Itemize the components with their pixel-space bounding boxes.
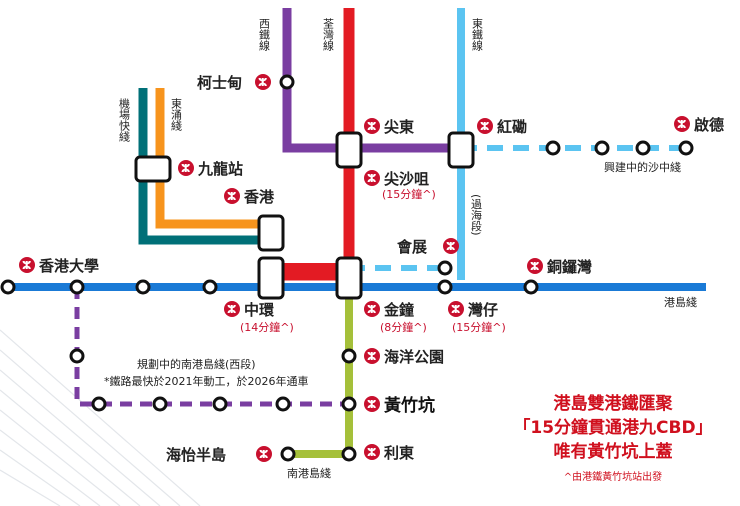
promo-line-2: 「15分鐘貫通港九CBD」 [513, 418, 713, 438]
station-east-tst: 尖東 [384, 118, 414, 136]
station-kowloon: 九龍站 [197, 160, 243, 178]
svg-text:ⵣ: ⵣ [181, 162, 190, 175]
decorative-stripes [0, 329, 201, 506]
station-hong-kong: 香港 [244, 188, 275, 206]
station-tst: 尖沙咀 [384, 170, 429, 188]
promo-block: 港島雙港鐵匯聚 「15分鐘貫通港九CBD」 唯有黃竹坑上蓋 ^由港鐵黃竹坑站出發 [486, 392, 740, 483]
line-label-west-rail: 西鐵線 [258, 18, 271, 51]
tung-chung-line [155, 88, 269, 229]
south-island-line [288, 287, 353, 458]
station-admiralty-time: (8分鐘^) [380, 320, 427, 334]
svg-text:ⵣ: ⵣ [451, 303, 460, 316]
svg-text:ⵣ: ⵣ [367, 120, 376, 133]
station-ocean-park: 海洋公園 [384, 348, 444, 366]
station-tst-time: (15分鐘^) [382, 187, 436, 201]
station-wong-chuk-hang: 黃竹坑 [383, 395, 435, 416]
station-exhibition: 會展 [397, 238, 427, 256]
svg-text:ⵣ: ⵣ [367, 446, 376, 459]
svg-text:ⵣ: ⵣ [367, 350, 376, 363]
line-label-island: 港島綫 [664, 295, 697, 309]
svg-text:ⵣ: ⵣ [259, 448, 268, 461]
svg-text:ⵣ: ⵣ [22, 259, 31, 272]
svg-text:ⵣ: ⵣ [367, 398, 376, 411]
mtr-logos: ⵣ ⵣ ⵣ ⵣ ⵣ ⵣ ⵣ ⵣ ⵣ ⵣ ⵣ ⵣ ⵣ ⵣ ⵣ ⵣ ⵣ [19, 74, 690, 462]
svg-text:ⵣ: ⵣ [446, 240, 455, 253]
svg-text:ⵣ: ⵣ [227, 303, 236, 316]
svg-text:ⵣ: ⵣ [258, 76, 267, 89]
station-lei-tung: 利東 [384, 444, 414, 462]
station-causeway-bay: 銅鑼灣 [547, 258, 592, 276]
svg-text:ⵣ: ⵣ [227, 190, 236, 203]
line-label-south-island: 南港島綫 [287, 466, 331, 480]
promo-footnote: ^由港鐵黃竹坑站出發 [563, 472, 663, 483]
svg-text:ⵣ: ⵣ [677, 118, 686, 131]
station-hku: 香港大學 [39, 257, 99, 275]
line-label-east-rail: 東鐵線 [471, 18, 484, 51]
planned-note-title: 規劃中的南港島綫(西段) [137, 357, 256, 371]
station-south-horizons: 海怡半島 [166, 446, 226, 464]
promo-line-1: 港島雙港鐵匯聚 [553, 394, 673, 414]
line-label-airport-express: 機場快綫 [118, 97, 131, 143]
interchange-boxes [134, 131, 475, 300]
airport-express-line [138, 88, 269, 245]
svg-text:ⵣ: ⵣ [530, 260, 539, 273]
promo-line-3: 唯有黃竹坑上蓋 [553, 442, 673, 462]
west-rail-line [282, 8, 461, 153]
station-central: 中環 [244, 301, 275, 319]
station-kowloon-tong: 柯士甸 [197, 74, 242, 92]
line-label-tsuen-wan: 荃灣線 [322, 17, 335, 51]
line-label-shatin-central: 興建中的沙中綫 [604, 160, 681, 174]
station-admiralty: 金鐘 [383, 301, 414, 319]
svg-text:ⵣ: ⵣ [480, 120, 489, 133]
station-circles [0, 74, 694, 462]
station-wan-chai: 灣仔 [468, 301, 498, 319]
line-label-tung-chung: 東涌綫 [170, 98, 183, 132]
svg-text:ⵣ: ⵣ [367, 172, 376, 185]
station-kai-tak: 啟德 [694, 116, 724, 134]
station-hung-hom: 紅磡 [497, 118, 527, 136]
station-wan-chai-time: (15分鐘^) [452, 320, 506, 334]
line-label-cross-harbour: (過海段) [470, 194, 483, 236]
svg-text:ⵣ: ⵣ [367, 303, 376, 316]
planned-note-detail: *鐵路最快於2021年動工，於2026年通車 [104, 374, 309, 388]
station-central-time: (14分鐘^) [240, 320, 294, 334]
